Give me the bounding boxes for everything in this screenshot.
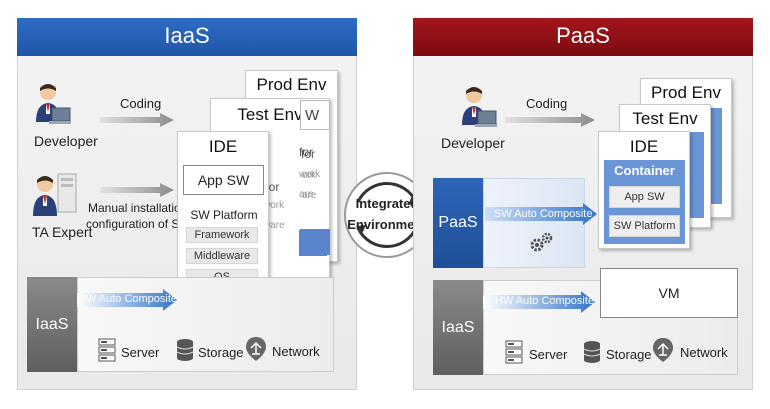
paas-storage-label: Storage — [606, 347, 652, 362]
paas-sw-strip — [483, 178, 585, 268]
network-icon — [246, 337, 266, 361]
iaas-developer-label: Developer — [34, 133, 98, 149]
paas-coding-label: Coding — [526, 96, 568, 111]
paas-ide-card: IDE Container App SW SW Platform — [598, 131, 690, 249]
paas-developer-label: Developer — [441, 135, 505, 151]
paas-vm-box-front: VM — [600, 268, 738, 318]
gears-icon — [530, 232, 553, 252]
paas-app-sw-item: App SW — [609, 186, 680, 208]
back-fragment: W — [305, 107, 320, 124]
back-fragment: are — [302, 190, 317, 201]
back-fragment: for — [299, 145, 314, 159]
paas-ide-title: IDE — [629, 137, 659, 156]
iaas-network-label: Network — [272, 344, 320, 359]
iaas-server-label: Server — [121, 345, 160, 360]
paas-test-blue-fragment — [690, 132, 704, 218]
paas-block: PaaS — [433, 178, 483, 268]
iaas-coding-label: Coding — [120, 96, 162, 111]
ta-expert-label: TA Expert — [32, 224, 93, 240]
iaas-prod-vm-fragment — [300, 229, 330, 255]
middleware-item: Middleware — [186, 248, 258, 264]
environment-label: Environment — [347, 217, 427, 232]
iaas-prod-env-title: Prod Env — [256, 75, 327, 94]
paas-sw-platform-item: SW Platform — [609, 215, 680, 237]
manual-install-line2: configuration of SW — [86, 217, 191, 231]
iaas-manual-arrow — [100, 183, 174, 197]
paas-test-env-title: Test Env — [632, 109, 698, 128]
developer-icon — [36, 84, 71, 124]
ta-expert-icon — [33, 173, 77, 216]
paas-hw-auto-label: HW Auto Composite — [495, 295, 595, 307]
paas-header: PaaS — [413, 18, 753, 56]
manual-install-line1: Manual installation — [88, 201, 188, 215]
container-block: Container App SW SW Platform — [604, 160, 685, 244]
iaas-storage-label: Storage — [198, 345, 244, 360]
back-fragment: for — [301, 147, 316, 161]
container-label: Container — [614, 163, 675, 178]
paas-network-icon — [653, 338, 673, 362]
iaas-hw-auto-label: HW Auto Composite — [78, 293, 178, 305]
framework-item: Framework — [186, 227, 258, 243]
integrated-label: Integrated — [355, 196, 419, 211]
iaas-hw-strip — [77, 277, 334, 372]
back-fragment: ork — [302, 170, 316, 181]
paas-network-label: Network — [680, 345, 728, 360]
back-fragment: work — [263, 200, 285, 211]
paas-developer-icon — [462, 87, 497, 127]
iaas-bottom-block: IaaS — [27, 277, 77, 372]
paas-storage-icon — [583, 341, 601, 363]
iaas-app-sw-box: App SW — [183, 165, 264, 195]
paas-sw-auto-label: SW Auto Composite — [494, 208, 593, 220]
back-fragment: ware — [263, 220, 285, 231]
paas-server-label: Server — [529, 347, 568, 362]
iaas-header: IaaS — [17, 18, 357, 56]
back-fragment: work — [299, 169, 321, 180]
iaas-coding-arrow — [100, 113, 174, 127]
server-icon — [98, 338, 116, 362]
iaas-ide-title: IDE — [208, 137, 238, 156]
paas-coding-arrow — [505, 113, 595, 127]
iaas-sw-platform-label: SW Platform — [190, 208, 258, 222]
iaas-hw-arrow — [77, 289, 177, 311]
paas-server-icon — [505, 340, 523, 364]
iaas-prod-box-fragment — [300, 100, 330, 130]
paas-prod-env-title: Prod Env — [651, 83, 721, 102]
storage-icon — [176, 339, 194, 361]
paas-prod-blue-fragment — [710, 108, 722, 204]
paas-iaas-block: IaaS — [433, 280, 483, 375]
back-fragment: are — [299, 189, 314, 200]
paas-hw-arrow — [483, 291, 595, 313]
paas-sw-arrow — [485, 203, 597, 225]
iaas-test-env-title: Test Env — [237, 105, 303, 124]
